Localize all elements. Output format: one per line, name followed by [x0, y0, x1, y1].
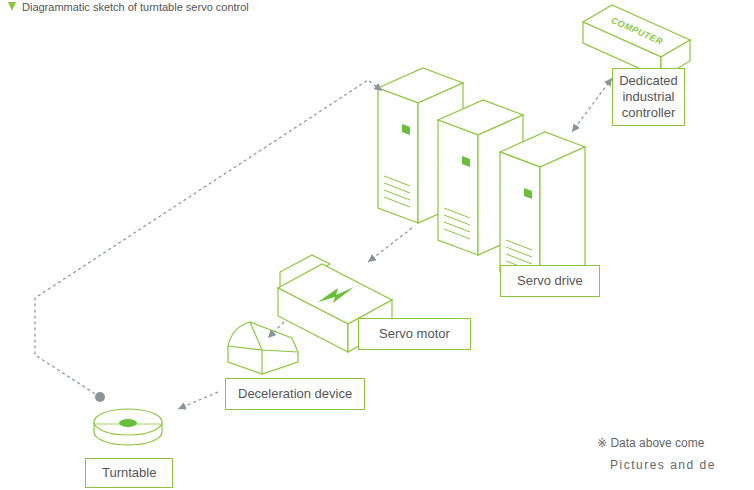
- node-label: Servo motor: [358, 318, 471, 350]
- node-text: Servo motor: [379, 326, 450, 342]
- dashed-connector: [268, 322, 284, 338]
- node-label: Deceleration device: [225, 378, 365, 410]
- servo-motor: Servo motor: [272, 250, 478, 352]
- node-text: Deceleration device: [238, 386, 352, 402]
- footnote: ※ Data above come: [597, 436, 704, 450]
- dashed-connector: [178, 392, 218, 409]
- deceleration-device-icon: [228, 322, 298, 374]
- node-label: Dedicated industrial controller: [612, 68, 685, 126]
- computer-box: COMPUTER: [583, 5, 690, 57]
- title-marker: [8, 2, 16, 11]
- node-text: Dedicated industrial controller: [619, 73, 678, 121]
- dashed-connector: [35, 80, 382, 397]
- servo-drive: Servo drive: [378, 66, 603, 298]
- dashed-connector: [572, 78, 612, 132]
- title: Diagrammatic sketch of turntable servo c…: [22, 1, 249, 14]
- node-text: COMPUTER: [609, 15, 664, 47]
- node-label: COMPUTER: [609, 15, 664, 47]
- node-text: Servo drive: [517, 273, 583, 289]
- dashed-connector: [368, 228, 412, 262]
- servo-drive-tower: [500, 132, 585, 287]
- footnote: Pictures and de: [610, 458, 716, 472]
- node-label: Turntable: [85, 458, 173, 488]
- node-label: Servo drive: [500, 265, 600, 297]
- controller-box: Dedicated industrial controller: [612, 68, 685, 126]
- node-text: Turntable: [102, 465, 156, 481]
- turntable-icon: [94, 409, 162, 445]
- deceleration-device: Deceleration device: [222, 318, 392, 414]
- turntable: Turntable: [85, 404, 180, 488]
